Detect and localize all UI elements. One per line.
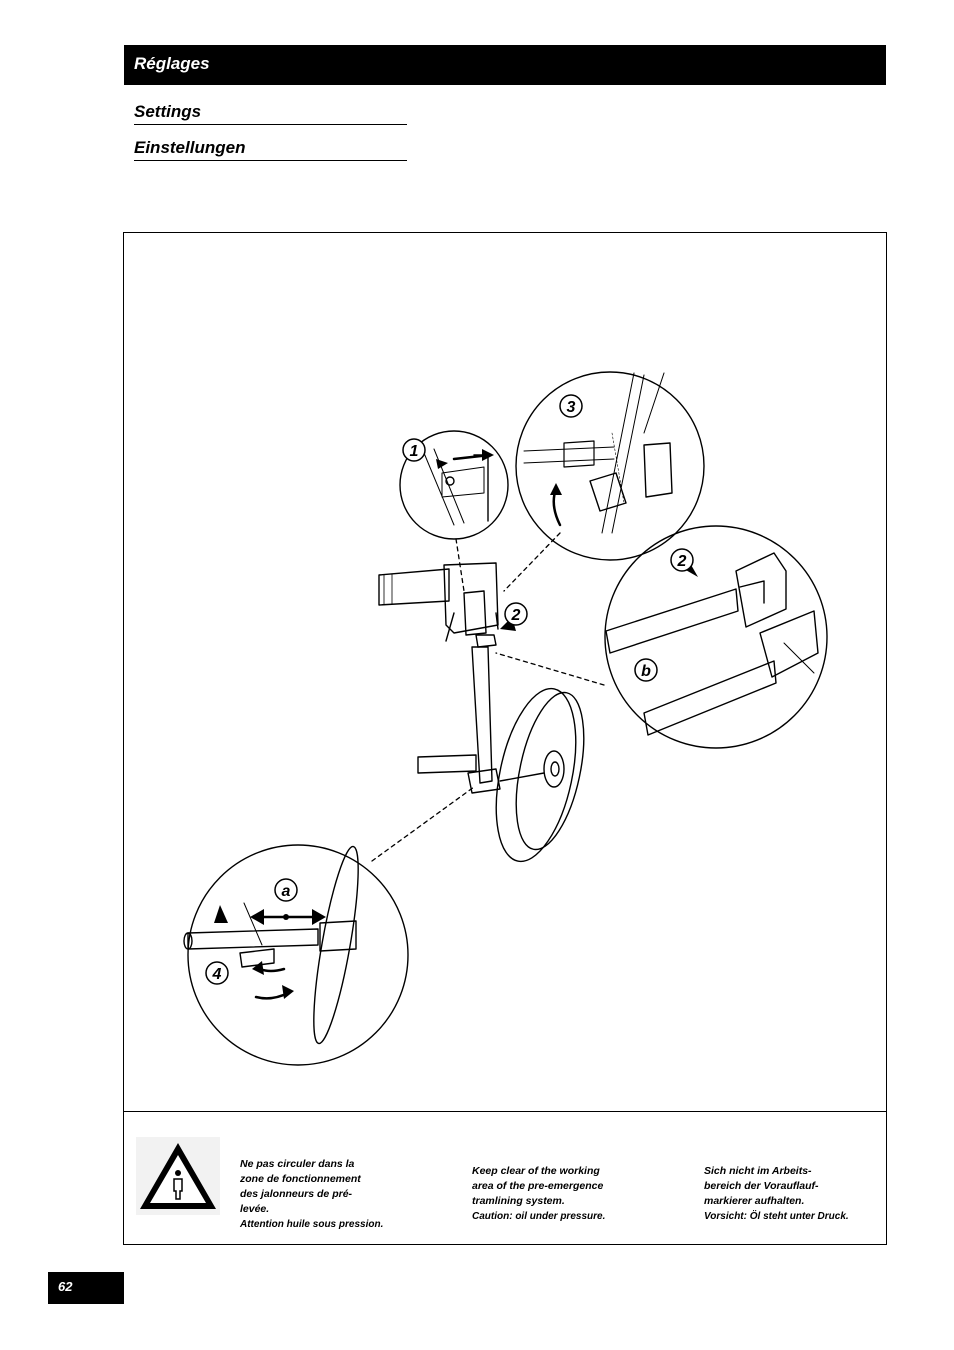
subtitle-de: Einstellungen [134,138,407,161]
callout-4: 4 [212,966,222,983]
warning-fr: Ne pas circuler dans la zone de fonction… [240,1158,361,1215]
warning-text-en: Keep clear of the working area of the pr… [472,1149,605,1239]
page-title: Réglages [134,54,210,73]
callout-1: 1 [410,443,419,460]
detail-circle-a4 [183,844,409,1066]
subtitle-en: Settings [134,102,407,125]
pointer-heads [214,449,698,999]
warning-en-caution: Caution: oil under pressure. [472,1211,606,1222]
callout-labels: 1 2 3 2 b a 4 [205,394,694,985]
page-number-box: 62 [48,1272,124,1304]
warning-text-de: Sich nicht im Arbeits- bereich der Vorau… [704,1149,849,1239]
warning-de: Sich nicht im Arbeits- bereich der Vorau… [704,1165,819,1207]
callout-3: 3 [567,399,576,416]
warning-divider [123,1111,887,1112]
warning-text-fr: Ne pas circuler dans la zone de fonction… [240,1142,383,1247]
detail-circle-2b [604,525,828,749]
main-assembly [378,562,585,863]
warning-de-caution: Vorsicht: Öl steht unter Druck. [704,1211,849,1222]
section-title-bar: Réglages [124,45,886,85]
callout-a: a [282,883,291,900]
warning-triangle-icon [136,1137,220,1215]
callout-2-detail: 2 [677,553,687,570]
leader-lines [371,532,605,862]
warning-en: Keep clear of the working area of the pr… [472,1165,604,1207]
figure-frame [123,232,887,1245]
callout-2-main: 2 [511,607,521,624]
detail-circle-3 [515,371,705,561]
tramline-marker-illustration: 1 2 3 2 b a 4 [183,371,828,1066]
callout-b: b [641,663,651,680]
page-number: 62 [58,1279,73,1294]
warning-fr-caution: Attention huile sous pression. [240,1219,384,1230]
